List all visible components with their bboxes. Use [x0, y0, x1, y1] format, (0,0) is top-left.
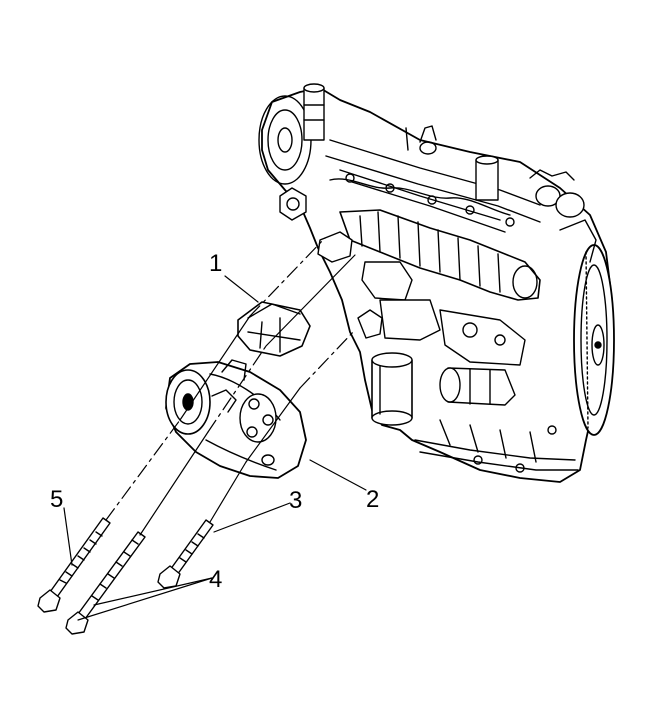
callout-3: 3 — [289, 487, 303, 514]
ac-compressor — [165, 359, 307, 479]
callout-1: 1 — [209, 250, 223, 277]
alignment-lines — [105, 237, 356, 536]
oil-filter — [371, 352, 413, 426]
engine-assembly — [258, 83, 615, 483]
bolt-5 — [37, 517, 111, 613]
compressor-bracket — [237, 301, 311, 357]
leader-lines — [63, 275, 367, 621]
callout-4: 4 — [209, 566, 223, 593]
vent-pipe — [303, 83, 325, 141]
callout-2: 2 — [366, 486, 380, 513]
flywheel — [573, 244, 615, 436]
bolt-4-long — [65, 531, 146, 635]
starter-motor — [439, 367, 516, 406]
bolt-3 — [157, 519, 214, 589]
callout-5: 5 — [50, 486, 64, 513]
intake-manifold — [339, 209, 541, 301]
